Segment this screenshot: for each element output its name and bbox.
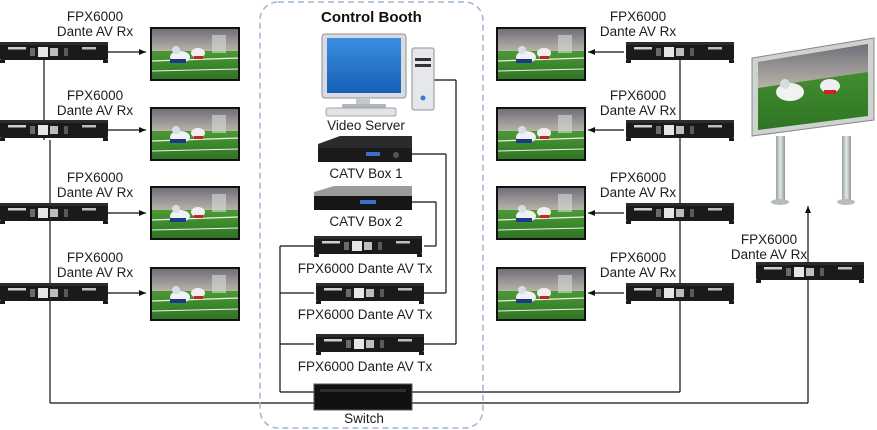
billboard-rx-label: FPX6000 Dante AV Rx xyxy=(724,232,814,262)
right-rx-label-1-line1: FPX6000 xyxy=(609,9,667,24)
right-display-4 xyxy=(495,266,587,322)
left-rx-device-1 xyxy=(0,42,108,63)
left-display-3 xyxy=(149,185,241,241)
catv-box-2-label: CATV Box 2 xyxy=(329,214,403,229)
left-display-4 xyxy=(149,266,241,322)
right-display-2 xyxy=(495,106,587,162)
billboard-display xyxy=(751,37,875,205)
billboard-rx-device xyxy=(756,262,864,283)
switch-label: Switch xyxy=(344,411,384,426)
tx-label-2: FPX6000 Dante AV Tx xyxy=(297,307,433,322)
left-rx-device-2 xyxy=(0,120,108,141)
left-display-1 xyxy=(149,26,241,82)
billboard-rx-label-line1: FPX6000 xyxy=(740,232,798,247)
right-rx-device-3 xyxy=(626,203,734,224)
right-rx-device-2 xyxy=(626,120,734,141)
video-server-label: Video Server xyxy=(327,118,405,133)
right-rx-label-2-line1: FPX6000 xyxy=(609,88,667,103)
right-display-3 xyxy=(495,185,587,241)
left-rx-device-3 xyxy=(0,203,108,224)
billboard-rx-label-line2: Dante AV Rx xyxy=(730,247,808,262)
right-rx-label-3-line2: Dante AV Rx xyxy=(599,185,677,200)
left-rx-device-4 xyxy=(0,283,108,304)
tx-label-3: FPX6000 Dante AV Tx xyxy=(297,359,433,374)
left-rx-label-4: FPX6000 Dante AV Rx xyxy=(50,250,140,280)
left-rx-label-2: FPX6000 Dante AV Rx xyxy=(50,88,140,118)
left-rx-label-3-line1: FPX6000 xyxy=(66,170,124,185)
left-rx-label-4-line1: FPX6000 xyxy=(66,250,124,265)
left-display-2 xyxy=(149,106,241,162)
left-rx-label-1-line1: FPX6000 xyxy=(66,9,124,24)
right-display-1 xyxy=(495,26,587,82)
right-rx-label-4-line2: Dante AV Rx xyxy=(599,265,677,280)
right-rx-label-4-line1: FPX6000 xyxy=(609,250,667,265)
video-server-icon xyxy=(321,33,435,117)
right-rx-label-3-line1: FPX6000 xyxy=(609,170,667,185)
left-rx-label-2-line1: FPX6000 xyxy=(66,88,124,103)
tx-device-3 xyxy=(316,334,424,355)
tx-label-1: FPX6000 Dante AV Tx xyxy=(297,261,433,276)
right-rx-label-2: FPX6000 Dante AV Rx xyxy=(593,88,683,118)
control-booth-title: Control Booth xyxy=(321,9,422,26)
left-rx-label-2-line2: Dante AV Rx xyxy=(56,103,134,118)
left-rx-label-1: FPX6000 Dante AV Rx xyxy=(50,9,140,39)
left-rx-label-1-line2: Dante AV Rx xyxy=(56,24,134,39)
tx-device-1 xyxy=(314,236,422,257)
tx-device-2 xyxy=(316,283,424,304)
catv-box-1-label: CATV Box 1 xyxy=(329,166,403,181)
right-rx-label-4: FPX6000 Dante AV Rx xyxy=(593,250,683,280)
right-rx-label-1: FPX6000 Dante AV Rx xyxy=(593,9,683,39)
right-rx-label-1-line2: Dante AV Rx xyxy=(599,24,677,39)
right-rx-device-1 xyxy=(626,42,734,63)
cables xyxy=(43,49,811,404)
catv-box-1-icon xyxy=(318,136,412,162)
right-rx-label-3: FPX6000 Dante AV Rx xyxy=(593,170,683,200)
right-rx-label-2-line2: Dante AV Rx xyxy=(599,103,677,118)
network-switch xyxy=(313,383,413,411)
left-rx-label-3-line2: Dante AV Rx xyxy=(56,185,134,200)
left-rx-label-3: FPX6000 Dante AV Rx xyxy=(50,170,140,200)
right-rx-device-4 xyxy=(626,283,734,304)
left-rx-label-4-line2: Dante AV Rx xyxy=(56,265,134,280)
control-booth-frame xyxy=(259,1,484,429)
catv-box-2-icon xyxy=(314,186,412,210)
